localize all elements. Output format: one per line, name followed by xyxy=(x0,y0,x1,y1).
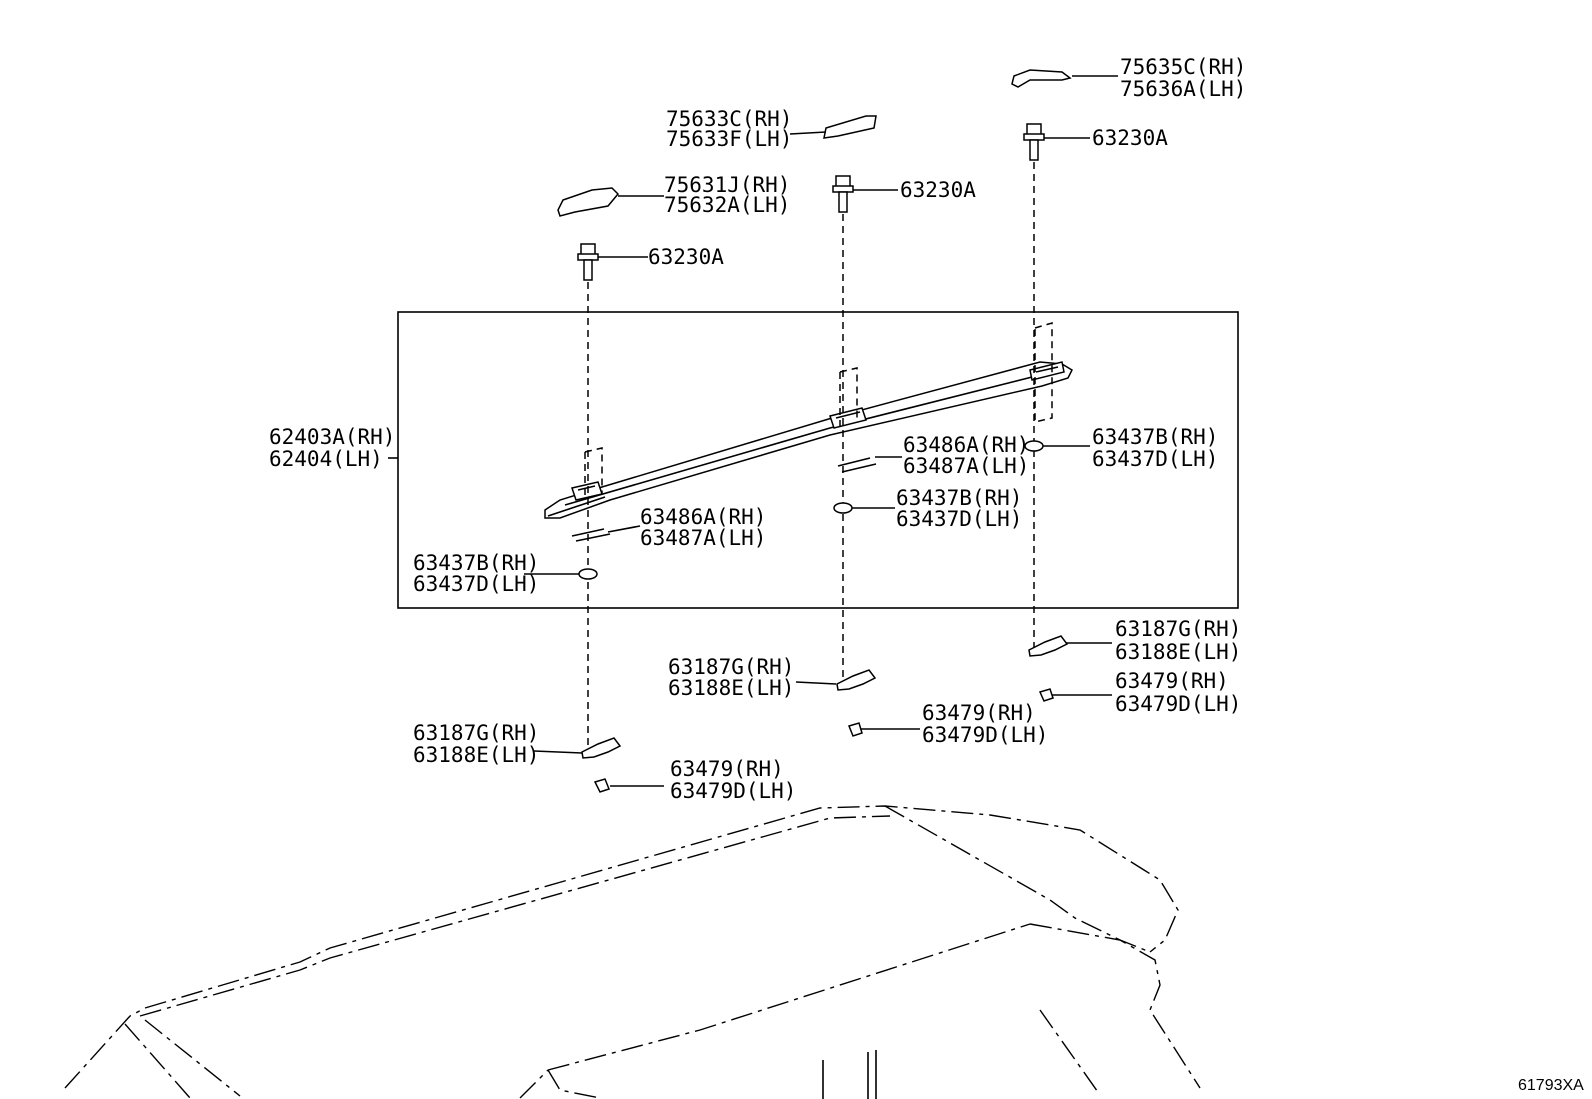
callout-line-2: 63437D(LH) xyxy=(896,507,1022,531)
callout-line-1: 63437B(RH) xyxy=(896,486,1022,510)
washer-middle xyxy=(833,502,853,514)
callout-line-2: 63188E(LH) xyxy=(413,743,539,767)
callout-line-2: 63188E(LH) xyxy=(668,676,794,700)
nut-left xyxy=(581,737,622,759)
callout-75633c: 75633C(RH) 75633F(LH) xyxy=(666,107,792,151)
callout-63479-left: 63479(RH) 63479D(LH) xyxy=(670,757,796,803)
callout-63230a-right: 63230A xyxy=(1092,126,1168,150)
callout-line-2: 63188E(LH) xyxy=(1115,640,1241,664)
callout-line-2: 63487A(LH) xyxy=(640,526,766,550)
callout-line-2: 75632A(LH) xyxy=(664,193,790,217)
callout-63230a-middle: 63230A xyxy=(900,178,976,202)
callout-line-2: 63437D(LH) xyxy=(413,572,539,596)
clip-left xyxy=(571,528,611,542)
callout-line-2: 63487A(LH) xyxy=(903,454,1029,478)
callout-75631j: 75631J(RH) 75632A(LH) xyxy=(664,173,790,217)
roof-rail-part xyxy=(544,361,1073,519)
pad-right xyxy=(1038,688,1054,702)
diagram-code: 61793XA xyxy=(1518,1077,1584,1094)
leader-lines xyxy=(388,75,1118,787)
callout-63187g-middle: 63187G(RH) 63188E(LH) xyxy=(668,655,794,700)
nut-right xyxy=(1028,635,1069,657)
callout-63187g-right: 63187G(RH) 63188E(LH) xyxy=(1115,617,1241,664)
assembly-group-box xyxy=(397,311,1239,609)
vehicle-roof-outline xyxy=(64,805,1201,1099)
callout-line-1: 63437B(RH) xyxy=(1092,425,1218,449)
cover-75633c xyxy=(823,115,877,139)
callout-line-1: 63486A(RH) xyxy=(640,505,766,529)
pad-left xyxy=(593,778,610,793)
clip-middle xyxy=(837,457,877,473)
callout-line-1: 63479(RH) xyxy=(1115,669,1229,693)
callout-63486a-left: 63486A(RH) 63487A(LH) xyxy=(640,505,766,550)
callout-line-2: 63479D(LH) xyxy=(1115,692,1241,716)
callout-line-1: 63437B(RH) xyxy=(413,551,539,575)
callout-line-2: 63479D(LH) xyxy=(922,723,1048,747)
callout-line-1: 63230A xyxy=(1092,126,1168,150)
callout-line-1: 63187G(RH) xyxy=(1115,617,1241,641)
callout-63187g-left: 63187G(RH) 63188E(LH) xyxy=(413,721,539,767)
washer-left xyxy=(578,568,598,580)
callout-63437b-right: 63437B(RH) 63437D(LH) xyxy=(1092,425,1218,471)
callout-line-1: 62403A(RH) xyxy=(269,425,395,449)
callout-line-2: 63479D(LH) xyxy=(670,779,796,803)
callout-63230a-left: 63230A xyxy=(648,245,724,269)
callout-62403a: 62403A(RH) 62404(LH) xyxy=(269,425,395,471)
cover-75631j xyxy=(557,187,620,217)
callout-line-1: 75635C(RH) xyxy=(1120,55,1246,79)
bolt-middle xyxy=(832,175,854,213)
callout-line-2: 75633F(LH) xyxy=(666,127,792,151)
callout-line-1: 63187G(RH) xyxy=(413,721,539,745)
callout-63479-right: 63479(RH) 63479D(LH) xyxy=(1115,669,1241,716)
callout-line-1: 63479(RH) xyxy=(670,757,784,781)
callout-line-1: 63479(RH) xyxy=(922,701,1036,725)
callout-line-1: 63230A xyxy=(648,245,724,269)
callout-63437b-left: 63437B(RH) 63437D(LH) xyxy=(413,551,539,596)
callout-75635c: 75635C(RH) 75636A(LH) xyxy=(1120,55,1246,101)
callout-line-1: 75633C(RH) xyxy=(666,107,792,131)
bolt-right xyxy=(1023,123,1045,161)
callout-line-2: 63437D(LH) xyxy=(1092,447,1218,471)
callout-line-2: 75636A(LH) xyxy=(1120,77,1246,101)
callout-line-1: 75631J(RH) xyxy=(664,173,790,197)
callout-line-1: 63230A xyxy=(900,178,976,202)
callout-63479-middle: 63479(RH) 63479D(LH) xyxy=(922,701,1048,747)
callout-line-1: 63187G(RH) xyxy=(668,655,794,679)
cover-75635c xyxy=(1011,69,1072,88)
bolt-left xyxy=(577,243,599,281)
callout-line-2: 62404(LH) xyxy=(269,447,383,471)
pad-middle xyxy=(847,722,863,737)
callout-63486a-middle: 63486A(RH) 63487A(LH) xyxy=(903,433,1029,478)
nut-middle xyxy=(836,669,877,691)
callout-line-1: 63486A(RH) xyxy=(903,433,1029,457)
callout-63437b-middle: 63437B(RH) 63437D(LH) xyxy=(896,486,1022,531)
